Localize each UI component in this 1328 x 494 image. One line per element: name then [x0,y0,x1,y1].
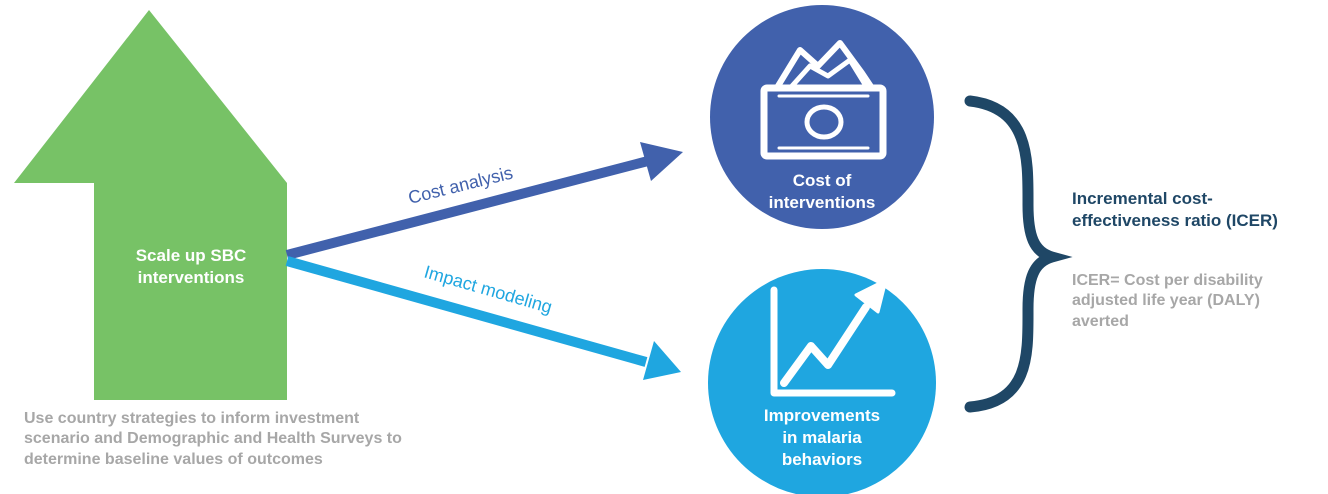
icer-title-line2: effectiveness ratio (ICER) [1072,210,1278,230]
curly-bracket [964,95,1073,413]
cost-node-label: Cost of interventions [742,170,902,214]
icer-title-line1: Incremental cost- [1072,189,1213,208]
scale-up-arrow [14,10,287,400]
icer-definition-line1: ICER= Cost per disability [1072,272,1263,289]
inputs-note-line3: determine baseline values of outcomes [24,450,323,468]
scale-up-label-line1: Scale up SBC [135,246,247,265]
impact-node-label-line1: Improvements [763,406,881,425]
impact-node-circle [708,269,936,494]
cost-analysis-arrow [285,142,683,260]
inputs-note-line2: scenario and Demographic and Health Surv… [24,430,402,448]
money-bills-icon [760,40,887,160]
cost-node-label-line1: Cost of [792,171,852,190]
scale-up-label: Scale up SBC interventions [103,245,279,289]
impact-node-label-line3: behaviors [781,449,863,469]
icer-definition-line3: averted [1072,312,1129,330]
cost-node-circle [710,5,934,229]
impact-node-label-line2: in malaria [782,427,862,447]
icer-definition: ICER= Cost per disability adjusted life … [1072,271,1322,332]
impact-modeling-arrow [285,256,681,380]
inputs-note-line1: Use country strategies to inform investm… [24,410,360,427]
trending-chart-icon [770,278,896,397]
inputs-note: Use country strategies to inform investm… [24,409,524,470]
icer-definition-line2: adjusted life year (DALY) [1072,292,1260,310]
scale-up-label-line2: interventions [137,267,245,287]
icer-title: Incremental cost- effectiveness ratio (I… [1072,188,1322,232]
impact-node-label: Improvements in malaria behaviors [737,405,907,470]
cost-node-label-line2: interventions [768,192,876,212]
